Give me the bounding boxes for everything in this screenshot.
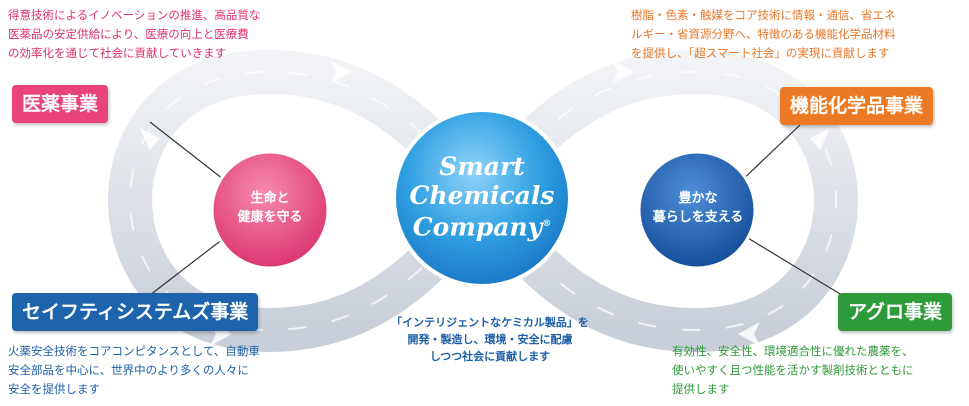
pharma-business-label: 医薬事業 xyxy=(12,85,109,123)
functional-chemicals-business-label: 機能化学品事業 xyxy=(780,87,934,125)
center-title-line-1: Smart xyxy=(439,152,525,181)
left-circle-text: 生命と 健康を守る xyxy=(237,191,303,225)
loop-arrows xyxy=(140,60,830,346)
right-circle-text: 豊かな 暮らしを支える xyxy=(652,191,744,225)
connector-lines xyxy=(149,121,851,301)
center-title-company: Company xyxy=(412,212,543,242)
safety-systems-description: 火薬安全技術をコアコンピタンスとして、自動車 安全部品を中心に、世界中のより多く… xyxy=(8,344,260,396)
pharma-description: 得意技術によるイノベーションの推進、高品質な 医薬品の安定供給により、医療の向上… xyxy=(8,8,261,60)
center-title-line-2: Chemicals xyxy=(409,181,555,210)
left-circle xyxy=(210,150,330,270)
agro-business-label: アグロ事業 xyxy=(838,293,953,331)
safety-systems-business-label: セイフティシステムズ事業 xyxy=(12,293,259,331)
smart-chemicals-company-title: Smart Chemicals Company® xyxy=(392,152,572,241)
right-circle xyxy=(637,150,757,270)
center-title-line-3: Company® xyxy=(392,210,572,241)
agro-description: 有効性、安全性、環境適合性に優れた農薬を、 使いやすく且つ性能を活かす製剤技術と… xyxy=(672,344,914,396)
company-mission-description: 「インテリジェントなケミカル製品」を 開発・製造し、環境・安全に配慮 しつつ社会… xyxy=(391,316,589,363)
functional-chemicals-description: 樹脂・色素・触媒をコア技術に情報・通信、省エネ ルギー・省資源分野へ、特徴のある… xyxy=(631,8,896,60)
center-circle xyxy=(392,108,572,288)
registered-mark: ® xyxy=(542,219,552,229)
